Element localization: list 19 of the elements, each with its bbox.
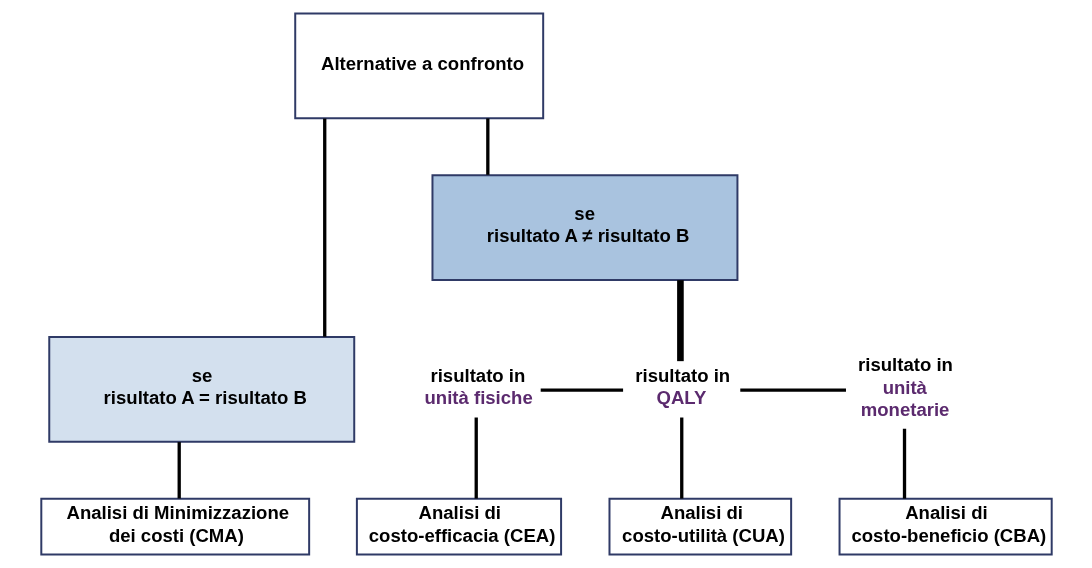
node-text: risultato in unità fisiche <box>424 364 533 409</box>
node-box: Analisi di Minimizzazione dei costi (CMA) <box>39 497 310 556</box>
connector <box>739 388 846 392</box>
connector <box>177 442 181 499</box>
node-box: Analisi di costo-utilità (CUA) <box>608 497 792 556</box>
connector <box>540 388 623 392</box>
node-box: se risultato A = risultato B <box>47 336 355 443</box>
connector <box>485 118 489 175</box>
node-box: Analisi di costo-beneficio (CBA) <box>838 497 1053 556</box>
connector <box>902 428 906 499</box>
connector <box>676 280 684 362</box>
node-box: se risultato A ≠ risultato B <box>430 174 738 281</box>
node-text: risultato in QALY <box>634 364 730 409</box>
connector <box>322 118 326 337</box>
node-box: Analisi di costo-efficacia (CEA) <box>355 497 562 556</box>
connector <box>474 417 478 499</box>
node-text: risultato in unità monetarie <box>857 354 953 421</box>
node-box: Alternative a confronto <box>293 12 544 120</box>
connector <box>679 417 683 499</box>
